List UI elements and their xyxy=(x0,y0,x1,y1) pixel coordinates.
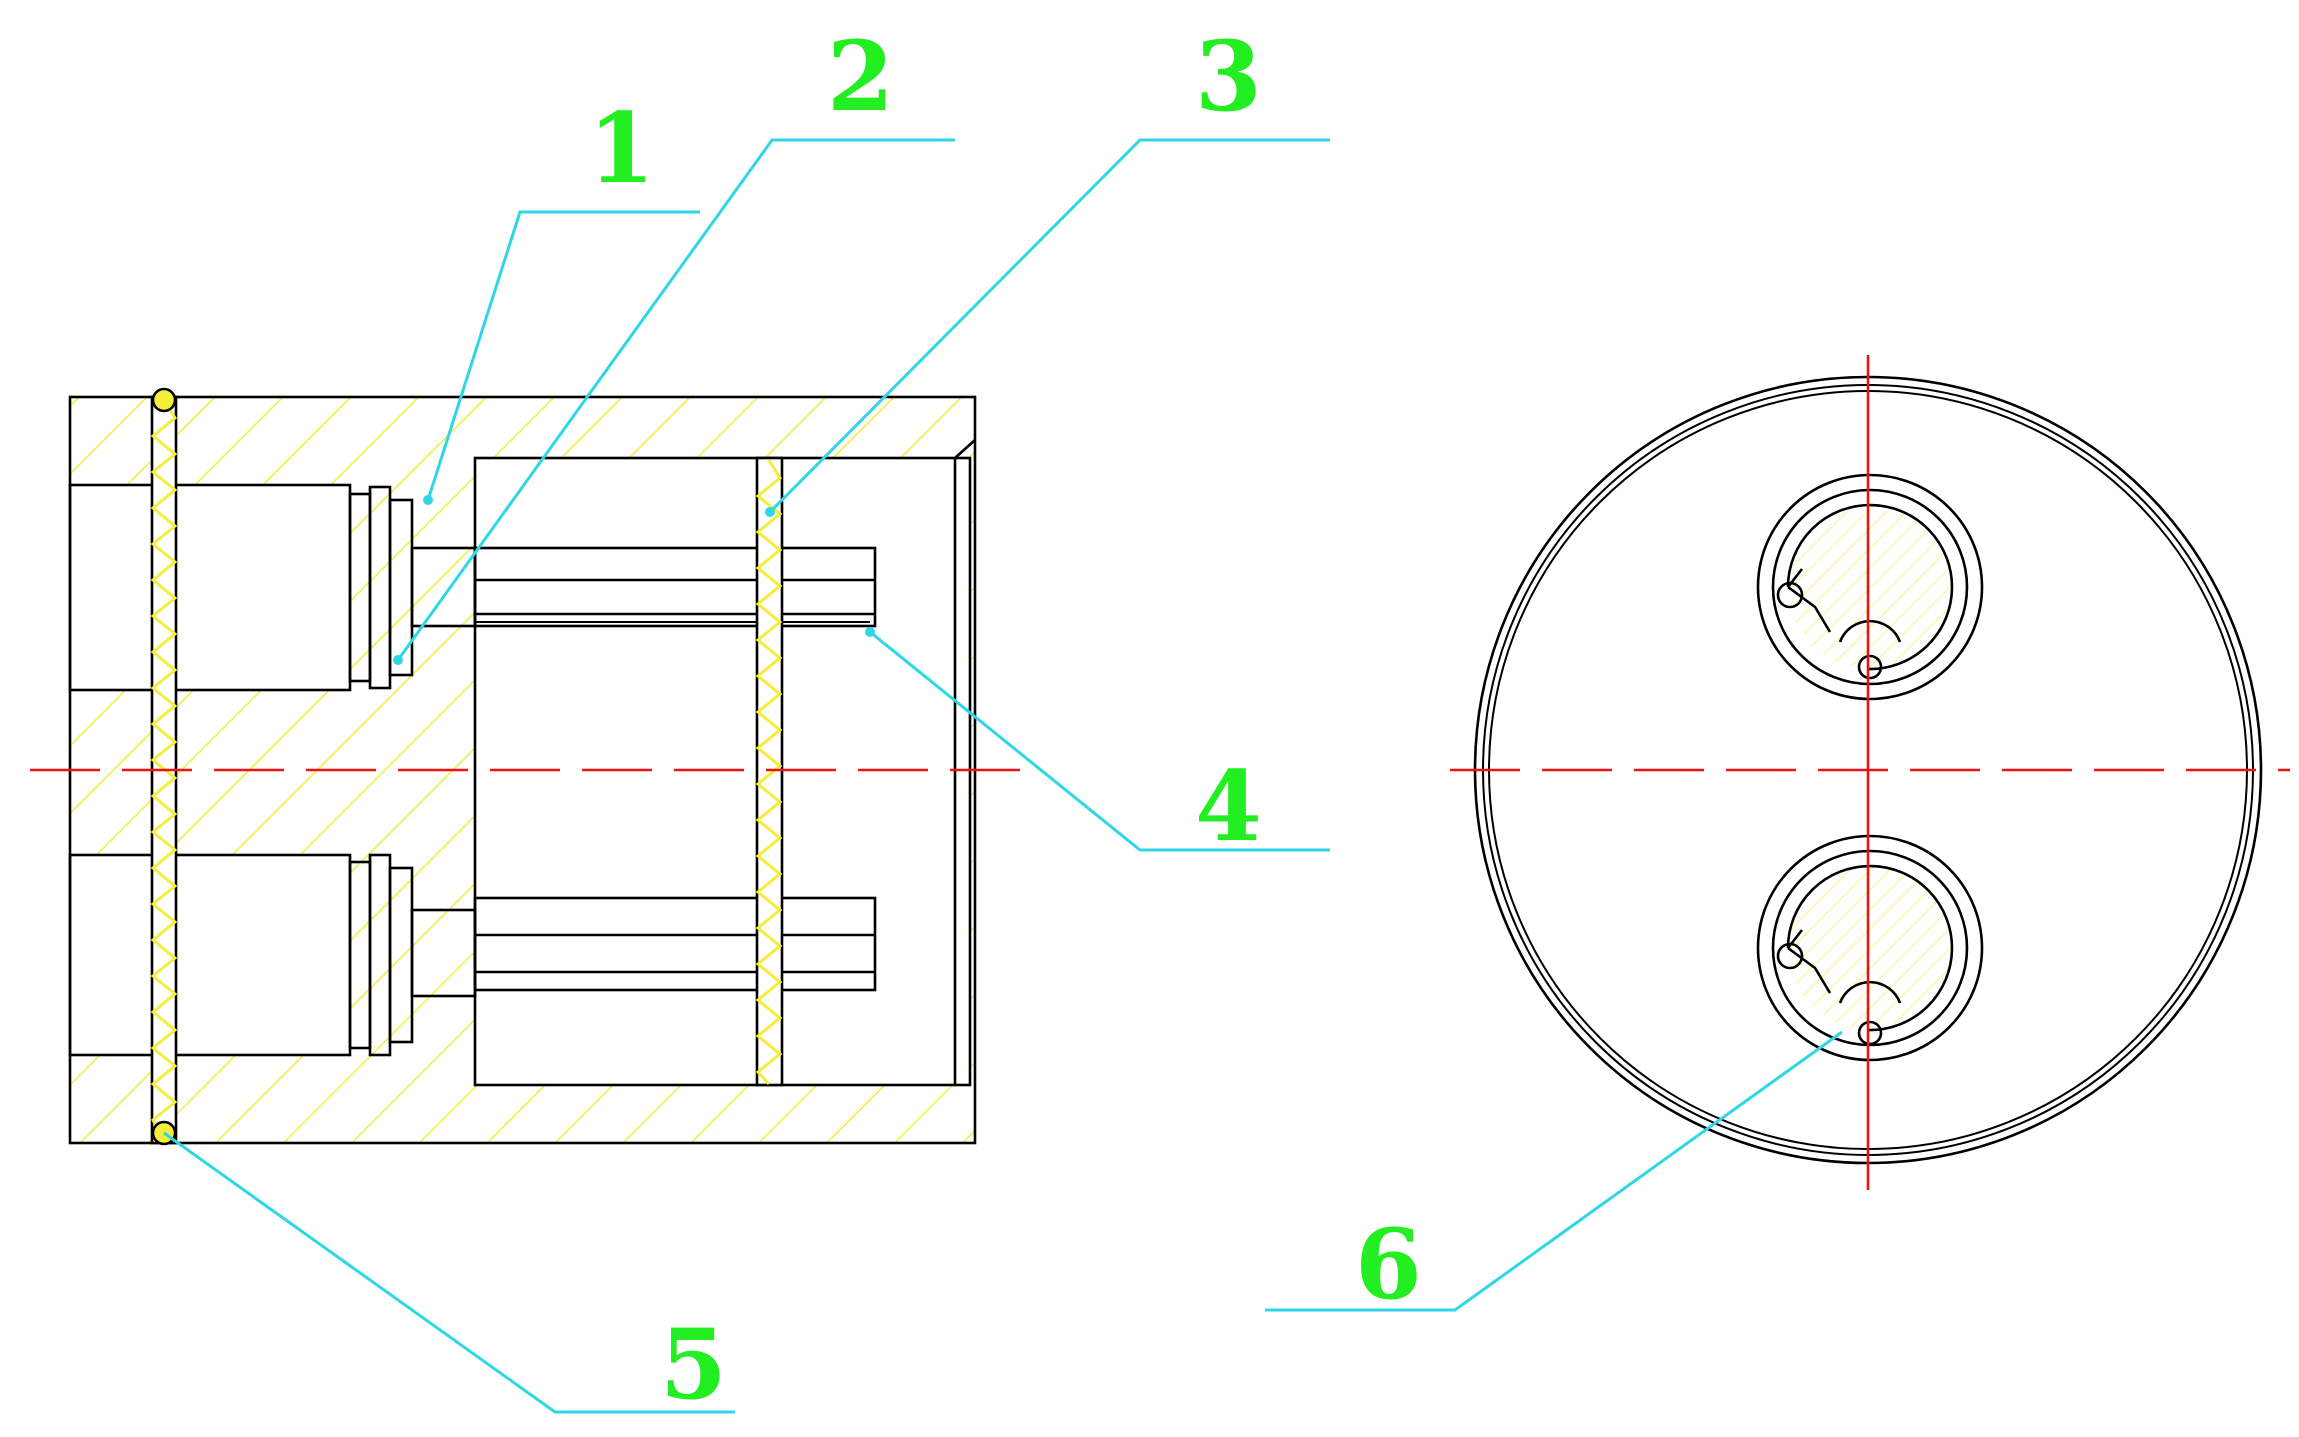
callout-6: 6 xyxy=(1355,1208,1422,1321)
inner-cavity xyxy=(473,456,972,1087)
upper-shaft xyxy=(473,546,877,628)
callout-5: 5 xyxy=(660,1308,727,1421)
upper-port xyxy=(1756,473,1984,701)
leader-lines xyxy=(163,138,1843,1414)
side-section-view xyxy=(30,387,1020,1146)
callout-3: 3 xyxy=(1195,20,1262,133)
end-view xyxy=(1450,355,2290,1190)
seal-band xyxy=(150,387,178,1146)
seal-ring-top xyxy=(151,387,177,413)
lower-shaft xyxy=(473,896,877,992)
lower-port xyxy=(1756,834,1984,1062)
partition-plate xyxy=(755,456,784,1087)
upper-bore xyxy=(68,483,477,692)
callout-1: 1 xyxy=(588,92,655,205)
callout-labels: 1 2 3 4 5 6 xyxy=(588,20,1422,1421)
callout-4: 4 xyxy=(1195,750,1262,863)
callout-2: 2 xyxy=(827,20,894,133)
